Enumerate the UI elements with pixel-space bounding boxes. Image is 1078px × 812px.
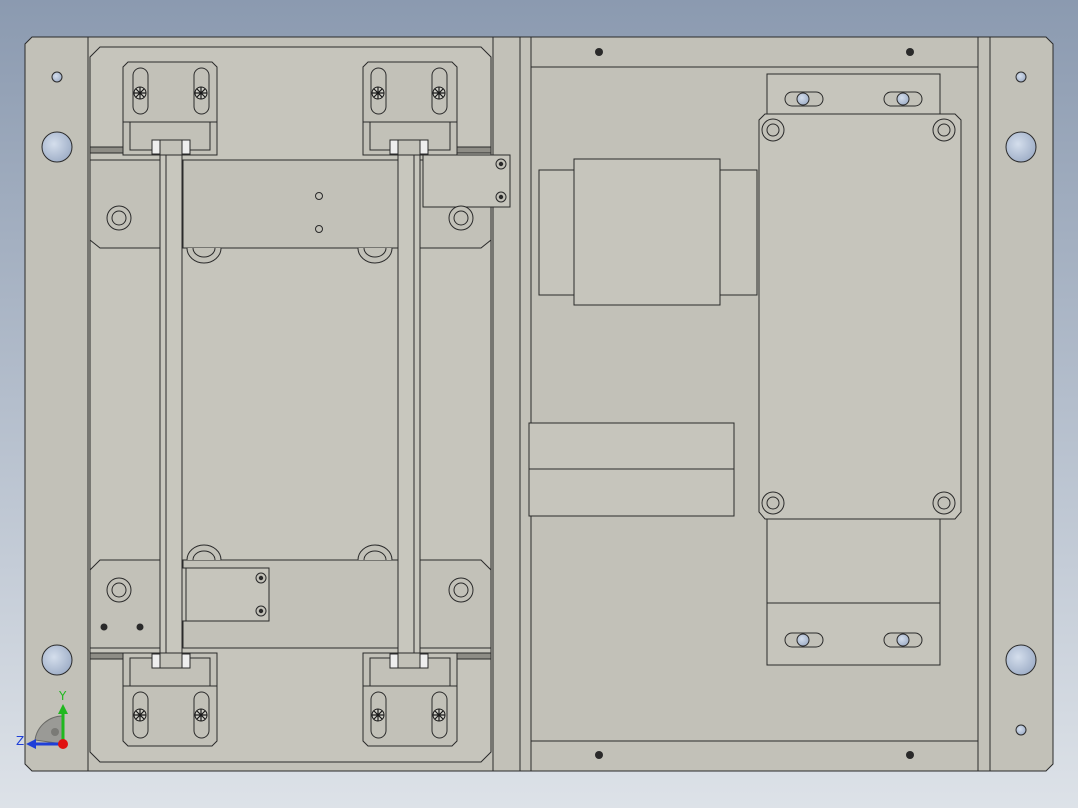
bolt-inner xyxy=(453,210,469,226)
bearing-block-top-left-notch xyxy=(129,122,211,151)
bolt-inner xyxy=(111,582,127,598)
slot-pin-icon xyxy=(796,633,810,647)
screw-cross xyxy=(195,709,207,721)
slot-pin-icon xyxy=(896,633,910,647)
bolt-half-inner xyxy=(192,550,216,561)
small-hole-icon xyxy=(315,225,323,233)
bearing-block-bottom-left-notch xyxy=(129,657,211,686)
bolt-half-inner xyxy=(192,247,216,258)
screw-cross xyxy=(433,87,445,99)
bearing-block-top-right-notch xyxy=(369,122,451,151)
guide-rod-right xyxy=(397,139,421,667)
y-axis-label: Y xyxy=(58,689,67,703)
sensor-bracket-top xyxy=(422,154,511,208)
rivet-icon xyxy=(100,623,108,631)
orientation-triad[interactable]: Y Z xyxy=(16,689,68,749)
small-hole-icon xyxy=(315,192,323,200)
screw-cross xyxy=(134,87,146,99)
screw-cross xyxy=(372,709,384,721)
rivet-icon xyxy=(906,751,914,759)
z-arrow-icon xyxy=(26,739,36,749)
bearing-gap-tr-1 xyxy=(389,139,399,155)
small-hole-icon xyxy=(51,71,63,83)
slot-pin-icon xyxy=(896,92,910,106)
bolt-inner xyxy=(453,582,469,598)
right-bottom-strip xyxy=(530,740,979,772)
terminal-block-lower xyxy=(528,468,735,517)
screw-cross xyxy=(372,87,384,99)
rivet-icon xyxy=(595,48,603,56)
rail-strip-bottom-right xyxy=(454,652,492,660)
bearing-gap-bl-1 xyxy=(151,653,161,669)
bolt-half-inner xyxy=(363,550,387,561)
bearing-gap-tl-2 xyxy=(181,139,191,155)
bearing-gap-br-2 xyxy=(419,653,429,669)
guide-rod-left xyxy=(159,139,183,667)
bolt-inner xyxy=(111,210,127,226)
y-arrow-icon xyxy=(58,704,68,714)
bearing-gap-bl-2 xyxy=(181,653,191,669)
bearing-gap-tr-2 xyxy=(419,139,429,155)
screw-cross xyxy=(195,87,207,99)
triad-pivot xyxy=(51,728,59,736)
triad-origin xyxy=(58,739,68,749)
bearing-block-bottom-right-notch xyxy=(369,657,451,686)
bolt-inner xyxy=(766,496,780,510)
right-top-strip xyxy=(530,36,979,68)
bearing-gap-br-1 xyxy=(389,653,399,669)
bottom-cross-plate xyxy=(89,559,492,649)
motor-body xyxy=(573,158,721,306)
rivet-icon xyxy=(595,751,603,759)
bearing-gap-tl-1 xyxy=(151,139,161,155)
bolt-inner xyxy=(937,496,951,510)
rail-strip-top-right xyxy=(454,146,492,154)
rivet-icon xyxy=(906,48,914,56)
screw-cross xyxy=(433,709,445,721)
small-hole-icon xyxy=(1015,724,1027,736)
slot-pin-icon xyxy=(796,92,810,106)
bolt-inner xyxy=(766,123,780,137)
screw-cross xyxy=(134,709,146,721)
sensor-bracket-bottom xyxy=(181,567,270,622)
terminal-block-upper xyxy=(528,422,735,470)
z-axis-label: Z xyxy=(16,734,24,748)
bolt-half-inner xyxy=(363,247,387,258)
mounting-hole-icon xyxy=(41,644,73,676)
bolt-inner xyxy=(937,123,951,137)
mounting-hole-icon xyxy=(41,131,73,163)
mounting-hole-icon xyxy=(1005,644,1037,676)
rivet-icon xyxy=(136,623,144,631)
mounting-hole-icon xyxy=(1005,131,1037,163)
small-hole-icon xyxy=(1015,71,1027,83)
controller-box xyxy=(758,113,962,520)
